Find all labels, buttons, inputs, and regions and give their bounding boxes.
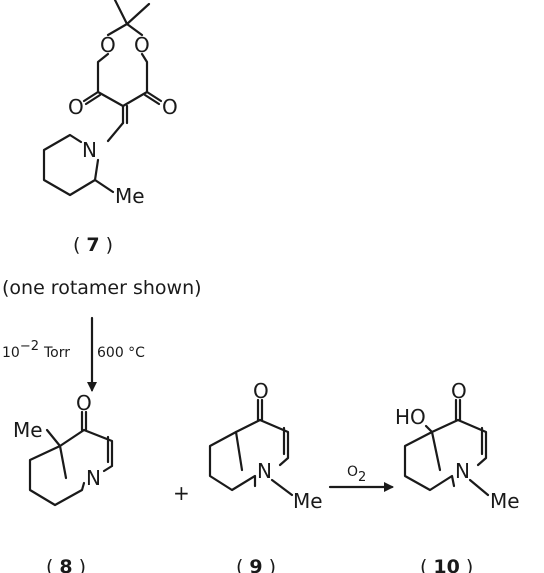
atom-o-ring-right: O [134, 33, 150, 57]
atom-o-carbonyl-right: O [162, 95, 178, 119]
atom-o: O [451, 379, 467, 403]
compound-7-label: (7) [73, 234, 113, 256]
compound-8-label: (8) [46, 556, 86, 573]
compound-10-label: (10) [420, 556, 473, 573]
methyl-label: Me [490, 489, 520, 513]
methyl-label: Me [115, 184, 145, 208]
atom-n: N [86, 466, 101, 490]
atom-n: N [455, 459, 470, 483]
atom-o: O [76, 391, 92, 415]
atom-n: N [82, 138, 97, 162]
methyl-label: Me [293, 489, 323, 513]
temperature-condition: 600 °C [97, 345, 145, 361]
oxygen-reagent: O2 [347, 464, 366, 485]
rotamer-caption: (one rotamer shown) [2, 277, 202, 299]
atom-n: N [257, 459, 272, 483]
compound-8-structure [28, 410, 114, 507]
compound-9-label: (9) [236, 556, 276, 573]
atom-o-carbonyl-left: O [68, 95, 84, 119]
methyl-label: Me [13, 418, 43, 442]
compound-10-structure [403, 398, 490, 497]
compound-7-structure [42, 0, 163, 197]
compound-9-structure [208, 398, 294, 497]
atom-o-ring-left: O [100, 33, 116, 57]
atom-o: O [253, 379, 269, 403]
plus-sign: + [173, 481, 190, 505]
hydroxy-label: HO [395, 405, 426, 429]
